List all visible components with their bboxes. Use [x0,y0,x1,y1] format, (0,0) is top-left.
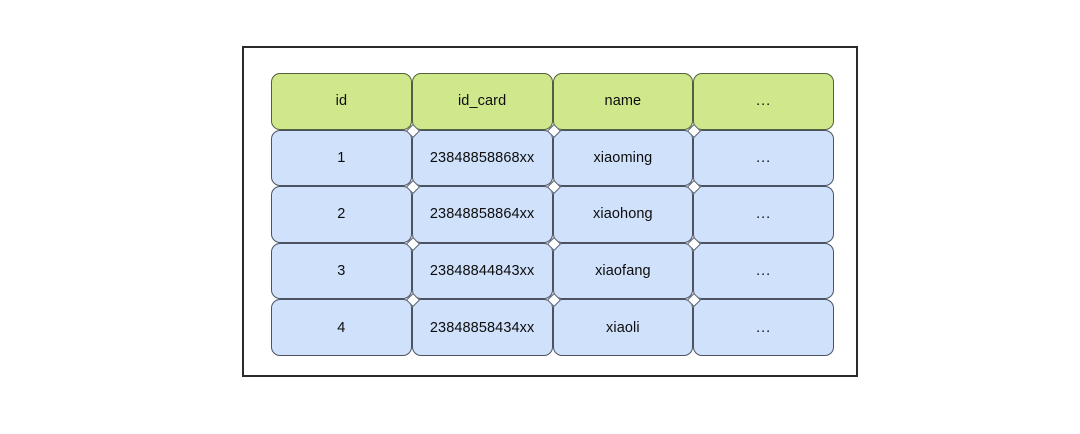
column-header-name[interactable]: name [552,73,694,130]
table-row[interactable]: 4 23848858434xx xiaoli ... [271,299,834,356]
cell-id-card: 23848858434xx [411,299,553,356]
column-header-id[interactable]: id [271,73,412,130]
cell-more: ... [693,186,834,243]
cell-id-card: 23848858868xx [411,129,553,187]
cell-more: ... [693,129,834,187]
cell-name: xiaoli [552,299,694,356]
column-header-id-card[interactable]: id_card [411,73,553,130]
cell-name: xiaoming [552,129,694,187]
cell-name: xiaofang [552,242,694,300]
cell-id: 1 [271,129,412,187]
table-row[interactable]: 3 23848844843xx xiaofang ... [271,242,834,300]
cell-name: xiaohong [552,186,694,243]
cell-id: 2 [271,186,412,243]
table-row[interactable]: 1 23848858868xx xiaoming ... [271,129,834,187]
database-table: id id_card name ... 1 23848858868xx xiao… [271,73,834,356]
cell-id-card: 23848844843xx [411,242,553,300]
cell-more: ... [693,299,834,356]
table-row[interactable]: 2 23848858864xx xiaohong ... [271,186,834,243]
column-header-more[interactable]: ... [693,73,834,130]
cell-more: ... [693,242,834,300]
cell-id-card: 23848858864xx [411,186,553,243]
cell-id: 3 [271,242,412,300]
table-header-row: id id_card name ... [271,73,834,130]
cell-id: 4 [271,299,412,356]
